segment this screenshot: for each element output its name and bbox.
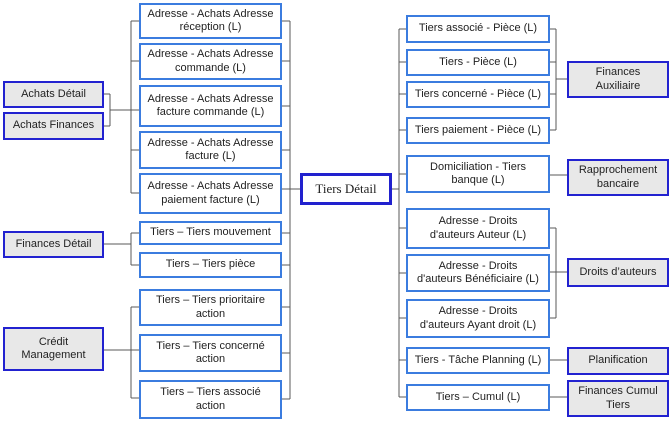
- connector-right-trunk: [392, 28, 406, 398]
- connector-droits-bracket: [550, 227, 567, 319]
- node-achats-finances: Achats Finances: [3, 112, 104, 140]
- node-tiers-detail: Tiers Détail: [300, 173, 392, 205]
- node-tiers-mouvement: Tiers – Tiers mouvement: [139, 221, 282, 245]
- node-adresse-droits-auteur: Adresse - Droits d'auteurs Auteur (L): [406, 208, 550, 249]
- node-credit-management: Crédit Management: [3, 327, 104, 371]
- node-adresse-achats-paiement-facture: Adresse - Achats Adresse paiement factur…: [139, 173, 282, 214]
- node-tiers-piece: Tiers - Pièce (L): [406, 49, 550, 76]
- node-tiers-piece-mvt: Tiers – Tiers pièce: [139, 252, 282, 278]
- node-tiers-concerne-action: Tiers – Tiers concerné action: [139, 334, 282, 372]
- node-tiers-tache-planning: Tiers - Tâche Planning (L): [406, 347, 550, 374]
- node-tiers-cumul: Tiers – Cumul (L): [406, 384, 550, 411]
- connector-achats-group: [104, 20, 139, 194]
- node-droits-auteurs: Droits d’auteurs: [567, 258, 669, 287]
- node-tiers-concerne-piece: Tiers concerné - Pièce (L): [406, 81, 550, 108]
- node-finances-cumul-tiers: Finances Cumul Tiers: [567, 380, 669, 417]
- node-tiers-prioritaire-action: Tiers – Tiers prioritaire action: [139, 289, 282, 326]
- node-domiciliation-tiers-banque: Domiciliation - Tiers banque (L): [406, 155, 550, 193]
- node-planification: Planification: [567, 347, 669, 375]
- node-adresse-achats-facture: Adresse - Achats Adresse facture (L): [139, 131, 282, 169]
- node-adresse-achats-reception: Adresse - Achats Adresse réception (L): [139, 3, 282, 39]
- connector-middle-trunk: [282, 20, 300, 400]
- node-finances-auxiliaire: Finances Auxiliaire: [567, 61, 669, 98]
- node-adresse-achats-commande: Adresse - Achats Adresse commande (L): [139, 43, 282, 80]
- connector-credit-group: [104, 306, 139, 399]
- node-tiers-associe-action: Tiers – Tiers associé action: [139, 380, 282, 419]
- node-finances-detail: Finances Détail: [3, 231, 104, 258]
- connector-piece-bracket: [550, 28, 567, 131]
- node-adresse-droits-ayant-droit: Adresse - Droits d'auteurs Ayant droit (…: [406, 299, 550, 338]
- node-adresse-droits-beneficiaire: Adresse - Droits d'auteurs Bénéficiaire …: [406, 254, 550, 292]
- node-rapprochement-bancaire: Rapprochement bancaire: [567, 159, 669, 196]
- node-tiers-paiement-piece: Tiers paiement - Pièce (L): [406, 117, 550, 144]
- connector-finances-detail-group: [104, 232, 139, 266]
- node-achats-detail: Achats Détail: [3, 81, 104, 108]
- node-adresse-achats-facture-commande: Adresse - Achats Adresse facture command…: [139, 85, 282, 127]
- node-tiers-associe-piece: Tiers associé - Pièce (L): [406, 15, 550, 43]
